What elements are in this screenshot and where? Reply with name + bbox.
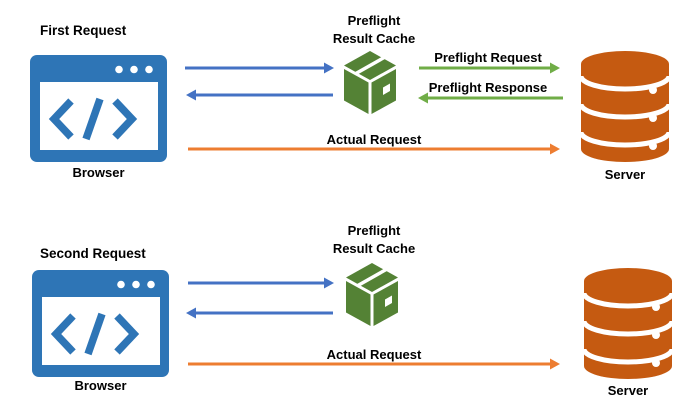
- cache-title-line2: Result Cache: [332, 241, 416, 256]
- section-title-second-request: Second Request: [40, 246, 146, 261]
- cache-title-line1: Preflight: [347, 223, 401, 238]
- section-title-first-request: First Request: [40, 23, 127, 38]
- browser-label: Browser: [74, 378, 127, 393]
- preflight-request-label: Preflight Request: [434, 50, 542, 65]
- browser-label: Browser: [72, 165, 125, 180]
- code-brackets-icon: [48, 97, 138, 141]
- server-database-icon: [583, 268, 673, 379]
- server-label: Server: [604, 167, 646, 182]
- preflight-response-label: Preflight Response: [428, 80, 548, 95]
- arrow-cache-to-browser: [186, 89, 333, 101]
- arrow-actual-request: [188, 358, 560, 370]
- arrow-preflight-response: [418, 92, 563, 104]
- arrow-browser-to-cache: [185, 62, 334, 74]
- server-database-icon: [580, 51, 670, 162]
- cache-title-line1: Preflight: [347, 13, 401, 28]
- browser-icon: [30, 55, 167, 162]
- arrow-browser-to-cache: [188, 277, 334, 289]
- cache-box-icon: [346, 263, 398, 326]
- arrow-cache-to-browser: [186, 307, 333, 319]
- actual-request-label: Actual Request: [326, 132, 422, 147]
- window-dots-icon: [115, 65, 153, 74]
- arrow-actual-request: [188, 143, 560, 155]
- server-label: Server: [607, 383, 649, 398]
- actual-request-label: Actual Request: [326, 347, 422, 362]
- cache-title-line2: Result Cache: [332, 31, 416, 46]
- code-brackets-icon: [50, 312, 140, 356]
- browser-icon: [32, 270, 169, 377]
- window-dots-icon: [117, 280, 155, 289]
- cache-box-icon: [344, 51, 396, 114]
- arrow-preflight-request: [419, 62, 560, 74]
